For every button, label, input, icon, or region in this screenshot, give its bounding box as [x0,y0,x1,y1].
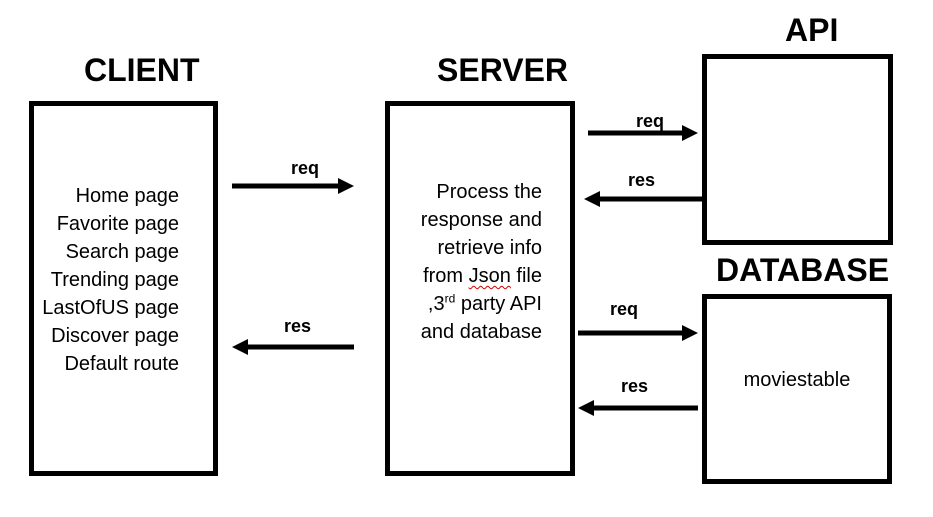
db-req-label: req [610,299,639,319]
client-req-arrow [232,178,354,194]
api-req-label: req [636,111,665,131]
database-box: moviestable [702,294,892,484]
server-line: Process the [436,181,542,203]
server-line: and database [420,321,542,343]
client-page-item: Trending page [50,269,179,291]
server-line: response and [420,209,542,231]
client-page-item: Home page [75,185,179,207]
client-res-arrow [232,339,354,355]
client-page-item: Discover page [51,325,179,347]
json-word: Json [468,265,511,287]
client-title: CLIENT [84,52,200,88]
client-req-label: req [291,158,320,178]
db-res-label: res [621,376,649,396]
client-page-item: LastOfUS page [42,297,179,319]
db-req-arrow [578,325,698,341]
client-page-item: Search page [65,241,179,263]
server-line: from Json file [423,265,542,287]
api-res-label: res [628,170,656,190]
client-page-list: Home page Favorite page Search page Tren… [42,182,179,378]
server-title: SERVER [437,52,569,88]
client-page-item: Default route [64,353,179,375]
api-box [702,54,893,245]
db-res-arrow [578,400,698,416]
client-page-item: Favorite page [56,213,179,235]
api-title: API [785,12,839,48]
database-table-name: moviestable [743,369,851,391]
server-box: Process the response and retrieve info f… [385,101,575,476]
api-res-arrow [584,191,702,207]
server-line: ,3rd party API [427,291,542,315]
server-description: Process the response and retrieve info f… [421,178,542,346]
server-line: retrieve info [437,237,543,259]
client-box: Home page Favorite page Search page Tren… [29,101,218,476]
api-req-arrow [588,125,698,141]
client-res-label: res [284,316,312,336]
database-title: DATABASE [716,252,890,288]
